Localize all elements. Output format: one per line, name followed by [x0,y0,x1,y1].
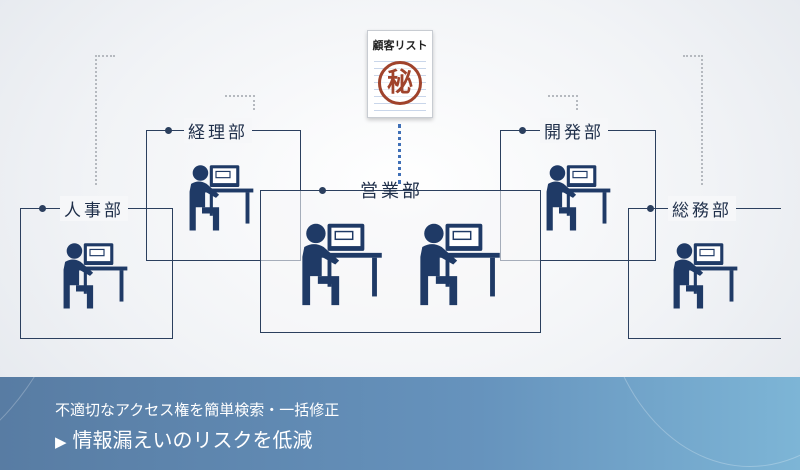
connector-kaihatsu-top [548,95,578,97]
banner-line1: 不適切なアクセス権を簡単検索・一括修正 [55,401,340,419]
connector-somu-top [683,55,703,57]
connector-jinji [95,55,97,185]
dot-jinji [39,205,46,212]
confidential-seal-icon: 秘 [378,61,422,105]
worker-icon-eigyo-2 [419,223,501,306]
document-title: 顧客リスト [372,39,428,52]
worker-icon-eigyo-1 [301,223,383,306]
worker-icon-jinji [62,242,128,310]
decorative-arc [600,377,800,467]
play-arrow-icon: ▶ [55,433,67,451]
document-connector [398,124,401,184]
label-jinji: 人事部 [60,196,128,221]
banner-line2-text: 情報漏えいのリスクを低減 [72,428,313,452]
dot-kaihatsu [519,127,526,134]
banner-line2: ▶ 情報漏えいのリスクを低減 [55,424,313,453]
label-eigyo: 営業部 [360,181,423,202]
connector-keiri [253,95,255,110]
connector-keiri-top [225,95,255,97]
worker-icon-kaihatsu [545,164,611,232]
connector-kaihatsu [576,95,578,110]
worker-icon-keiri [188,164,254,232]
customer-list-document: 顧客リスト 秘 [367,30,433,118]
label-kaihatsu: 開発部 [540,118,608,143]
bottom-banner: 不適切なアクセス権を簡単検索・一括修正 ▶ 情報漏えいのリスクを低減 [0,377,800,470]
dot-somu [647,205,654,212]
dot-keiri [165,127,172,134]
label-keiri: 経理部 [184,118,252,143]
worker-icon-somu [672,242,738,310]
dot-eigyo [319,187,326,194]
decorative-arc [0,377,100,467]
label-somu: 総務部 [668,196,736,221]
connector-somu [701,55,703,185]
connector-jinji-top2 [95,55,115,57]
